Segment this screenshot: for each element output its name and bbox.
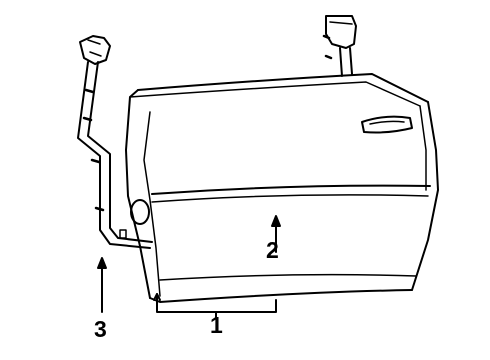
door-weatherstrip (77, 35, 153, 249)
callout-leaders (97, 215, 281, 319)
door-shell (125, 73, 439, 303)
callout-1-label: 1 (210, 312, 223, 338)
door-hinge-bracket (322, 15, 357, 77)
door-handle (361, 115, 413, 134)
callout-3-label: 3 (94, 316, 107, 342)
callout-2-label: 2 (266, 237, 279, 263)
